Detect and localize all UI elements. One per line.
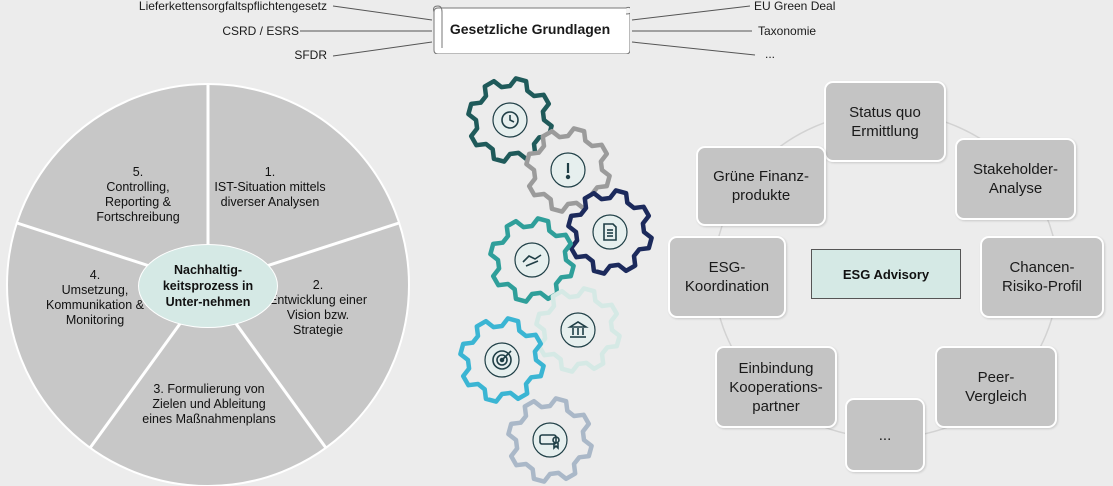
target-icon	[492, 350, 512, 370]
segment-2-number: 2.	[312, 278, 324, 292]
gears-cluster	[458, 76, 654, 484]
gear-1	[466, 76, 554, 164]
segment-5-number: 5.	[132, 165, 144, 179]
scroll-shape	[433, 5, 630, 54]
gear-3-hub	[592, 214, 628, 250]
segment-4-text: Umsetzung, Kommunikation & Monitoring	[46, 283, 144, 327]
process-hub-label: Nachhaltig-keitsprozess in Unter-nehmen	[162, 263, 254, 309]
advisory-kooperation: Einbindung Kooperations-partner	[715, 346, 837, 428]
legal-item-sfdr: SFDR	[294, 48, 327, 62]
advisory-status-quo: Status quo Ermittlung	[824, 81, 946, 162]
clock-check-icon	[501, 111, 519, 129]
legal-title: Gesetzliche Grundlagen	[449, 21, 611, 37]
legal-item-green-deal: EU Green Deal	[754, 0, 836, 13]
gear-4	[488, 216, 576, 304]
segment-5-text: Controlling, Reporting & Fortschreibung	[96, 180, 180, 224]
segment-2: 2. Entwicklung einer Vision bzw. Strateg…	[262, 278, 374, 338]
segment-1: 1. IST-Situation mittels diverser Analys…	[210, 165, 330, 210]
advisory-more: ...	[845, 398, 925, 472]
advisory-stakeholder: Stakeholder-Analyse	[955, 138, 1076, 220]
esg-advisory-center: ESG Advisory	[811, 249, 961, 299]
legal-connectors	[300, 5, 756, 57]
advisory-koordination: ESG-Koordination	[668, 236, 786, 318]
gear-3	[566, 188, 654, 276]
segment-3-number: 3.	[153, 382, 164, 396]
legal-scroll-banner: Gesetzliche Grundlagen	[430, 4, 630, 54]
process-hub: Nachhaltig-keitsprozess in Unter-nehmen	[138, 244, 278, 328]
segment-4: 4. Umsetzung, Kommunikation & Monitoring	[42, 268, 148, 328]
advisory-peer: Peer-Vergleich	[935, 346, 1057, 428]
document-icon	[603, 223, 617, 241]
segment-3: 3. Formulierung von Zielen und Ableitung…	[138, 382, 280, 427]
advisory-chancen-risiko: Chancen-Risiko-Profil	[980, 236, 1104, 318]
legal-item-csrd: CSRD / ESRS	[222, 24, 299, 38]
gear-6	[458, 316, 546, 404]
segment-5: 5. Controlling, Reporting & Fortschreibu…	[78, 165, 198, 225]
gear-7-hub	[532, 422, 568, 458]
segment-3-text: Formulierung von Zielen und Ableitung ei…	[142, 382, 276, 426]
exclamation-icon	[565, 163, 571, 180]
advisory-gruene-finanz: Grüne Finanz-produkte	[696, 146, 826, 226]
segment-1-number: 1.	[264, 165, 276, 179]
legal-item-lksg: Lieferkettensorgfaltspflichtengesetz	[138, 0, 327, 13]
handshake-icon	[522, 254, 542, 267]
gear-4-hub	[514, 242, 550, 278]
segment-4-number: 4.	[89, 268, 101, 282]
gear-7	[506, 396, 594, 484]
certificate-icon	[539, 434, 560, 450]
bank-icon	[567, 321, 589, 338]
legal-item-taxonomie: Taxonomie	[758, 24, 817, 38]
segment-2-text: Entwicklung einer Vision bzw. Strategie	[269, 293, 367, 337]
segment-1-text: IST-Situation mittels diverser Analysen	[214, 180, 326, 209]
gear-5	[534, 286, 622, 374]
legal-item-more: ...	[765, 47, 776, 61]
